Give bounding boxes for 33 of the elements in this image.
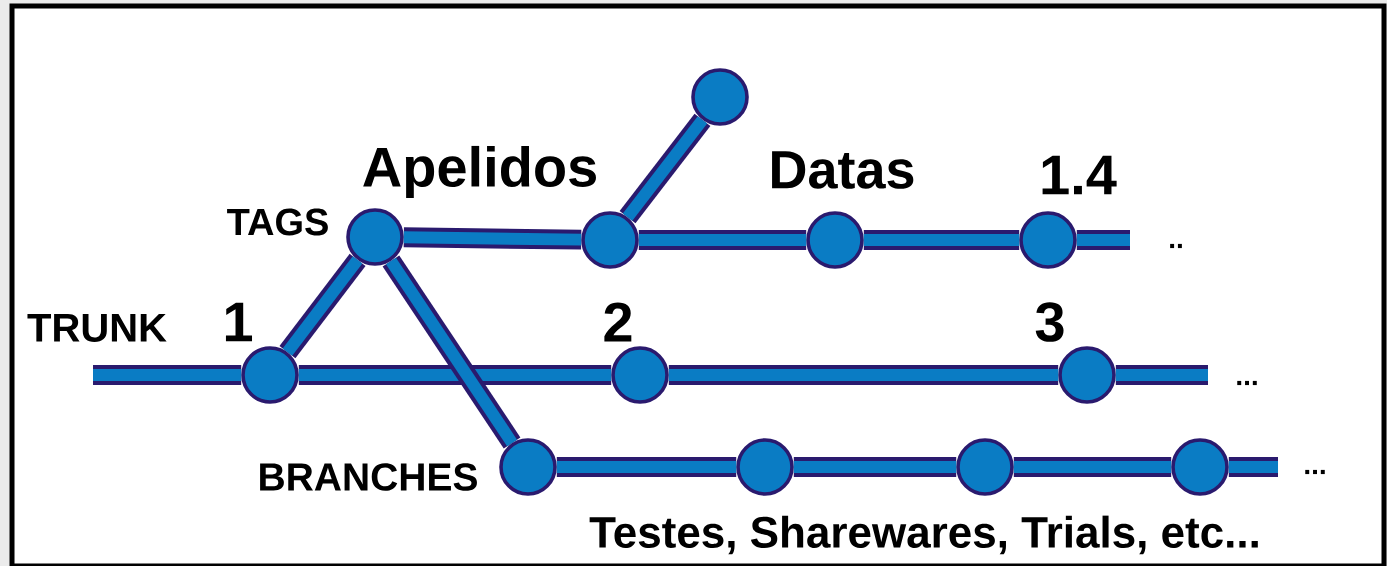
branch-line (93, 365, 242, 385)
ellipsis: .. (1170, 243, 1182, 249)
version-number: 2 (604, 302, 632, 342)
commit-circle (346, 208, 404, 266)
branch-line (556, 457, 737, 477)
branch-caption: Testes, Sharewares, Trials, etc... (589, 515, 1258, 555)
ellipsis: ... (1305, 469, 1325, 475)
tag-label: Apelidos (363, 145, 596, 199)
branch-line (638, 230, 807, 250)
ellipsis: ... (1237, 380, 1257, 386)
branch-line (1013, 457, 1172, 477)
branch-line (668, 365, 1059, 385)
branch-line (382, 255, 521, 449)
branch-line (403, 227, 582, 250)
tag-label: Datas (772, 151, 914, 189)
branch-line (863, 230, 1020, 250)
branch-line (793, 457, 957, 477)
branch-line (1115, 365, 1208, 385)
branches-label: BRANCHES (260, 463, 477, 491)
version-number: 1 (225, 302, 252, 342)
commit-circle (1058, 346, 1116, 404)
version-number: 3 (1035, 302, 1064, 342)
commit-circle (611, 346, 669, 404)
commit-circle (691, 68, 749, 126)
trunk-label: TRUNK (27, 314, 167, 342)
branch-line (1076, 230, 1130, 250)
branch-line (1228, 457, 1278, 477)
tags-label: TAGS (227, 208, 328, 236)
branch-line (298, 365, 612, 385)
commit-circle (241, 346, 299, 404)
version-number: 1.4 (1042, 155, 1117, 195)
branch-line (279, 253, 366, 359)
branch-line (619, 113, 711, 224)
